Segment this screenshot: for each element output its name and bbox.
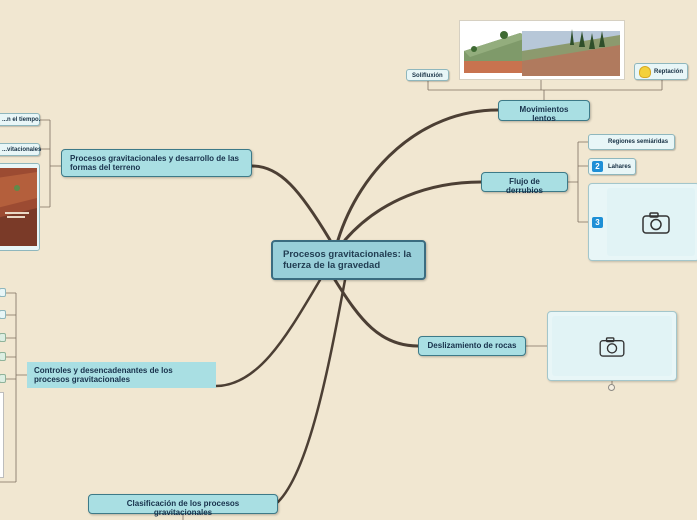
collapsed-image-child[interactable] xyxy=(0,392,4,478)
leaf-gravitacionales[interactable]: ...vitacionales xyxy=(0,143,42,156)
collapsed-child-5[interactable] xyxy=(0,374,6,383)
camera-icon xyxy=(642,212,670,234)
leaf-label: Lahares xyxy=(608,164,632,170)
topic-label: Movimientos lentos xyxy=(519,105,569,123)
topic-controles-desencadenantes[interactable]: Controles y desencadenantes de los proce… xyxy=(27,362,216,388)
leaf-label: Regiones semiáridas xyxy=(608,139,669,145)
topic-movimientos-lentos[interactable]: Movimientos lentos xyxy=(498,100,590,123)
number-badge-3: 3 xyxy=(592,217,603,228)
leaf-label: Reptación xyxy=(654,69,684,75)
landscape-illustration xyxy=(464,29,620,76)
rock-photo xyxy=(0,168,37,246)
topic-label: Deslizamiento de rocas xyxy=(427,341,517,350)
topic-label: Controles y desencadenantes de los proce… xyxy=(34,366,173,384)
collapsed-child-3[interactable] xyxy=(0,333,6,342)
camera-icon xyxy=(599,337,625,357)
topic-label: Procesos gravitacionales y desarrollo de… xyxy=(70,154,239,172)
topic-label: Clasificación de los procesos gravitacio… xyxy=(126,499,240,517)
solifluxion-image[interactable] xyxy=(459,20,625,80)
topic-label: Flujo de derrubios xyxy=(506,177,543,195)
lightbulb-icon xyxy=(640,67,650,77)
image-placeholder-deslizamiento[interactable] xyxy=(547,311,677,381)
topic-procesos-formas[interactable]: Procesos gravitacionales y desarrollo de… xyxy=(61,149,252,177)
leaf-reptacion[interactable]: Reptación xyxy=(634,63,688,80)
number-badge-2: 2 xyxy=(592,161,603,172)
collapsed-child-2[interactable] xyxy=(0,310,6,319)
topic-deslizamiento-de-rocas[interactable]: Deslizamiento de rocas xyxy=(418,336,526,356)
circle-plus-icon[interactable] xyxy=(608,384,615,391)
central-topic[interactable]: Procesos gravitacionales: la fuerza de l… xyxy=(271,240,426,280)
topic-flujo-de-derrubios[interactable]: Flujo de derrubios xyxy=(481,172,568,195)
leaf-label: Solifluxión xyxy=(412,73,443,79)
leaf-tiempo[interactable]: ...n el tiempo. xyxy=(0,113,40,126)
leaf-label: ...n el tiempo. xyxy=(2,117,41,123)
leaf-regiones-semiaridas[interactable]: Regiones semiáridas xyxy=(588,134,675,150)
leaf-solifluxion[interactable]: Solifluxión xyxy=(406,69,449,81)
central-topic-label: Procesos gravitacionales: la fuerza de l… xyxy=(283,249,412,271)
image-placeholder-3[interactable] xyxy=(588,183,697,261)
topic-clasificacion[interactable]: Clasificación de los procesos gravitacio… xyxy=(88,494,278,517)
leaf-label: ...vitacionales xyxy=(2,147,42,153)
rock-photo-image[interactable] xyxy=(0,163,40,251)
collapsed-child-4[interactable] xyxy=(0,352,6,361)
collapsed-child-1[interactable] xyxy=(0,288,6,297)
